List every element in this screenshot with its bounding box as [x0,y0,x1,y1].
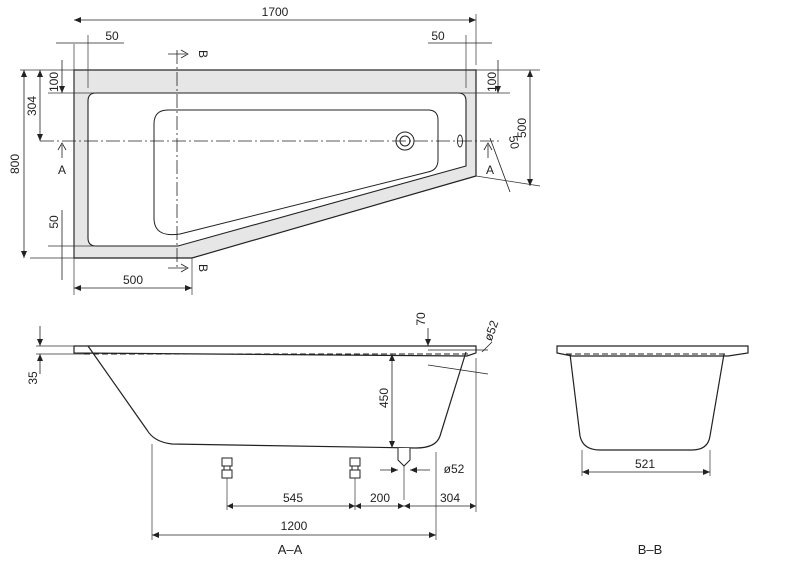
dim-diam-52-drain: ø52 [444,462,465,476]
dim-304-aa: 304 [440,491,460,505]
aa-foot-right [349,457,361,479]
section-a-right: A [486,163,494,177]
dim-500-right: 500 [515,118,529,138]
bb-rim [556,345,749,357]
bb-body [569,353,725,451]
dim-450: 450 [377,388,391,408]
dim-50-angle: 50 [506,135,522,151]
plan-view: 1700 50 50 100 304 800 50 100 500 50 500… [8,5,541,295]
section-bb-view: 521 B–B [556,345,749,557]
aa-rim [73,345,477,357]
dim-521: 521 [635,457,655,471]
dim-50-top-right: 50 [431,29,445,43]
dim-70: 70 [414,312,428,326]
dim-50-top-left: 50 [105,29,119,43]
section-b-top: B [196,50,210,58]
dim-100-left: 100 [47,72,61,92]
aa-body [87,345,467,449]
section-a-left: A [58,163,66,177]
dim-1200: 1200 [281,519,308,533]
dim-200: 200 [370,491,390,505]
dim-100-right: 100 [485,72,499,92]
section-aa-label: A–A [278,542,303,557]
dim-35: 35 [26,371,40,385]
dim-545: 545 [283,491,303,505]
dim-50-bottom-left: 50 [47,215,61,229]
dim-diam-52-top: ø52 [481,318,501,343]
dim-800: 800 [8,154,22,174]
dim-500-bottom: 500 [123,273,143,287]
aa-foot-left [221,457,233,479]
section-bb-label: B–B [638,542,663,557]
plan-tub-bottom [153,109,439,236]
section-b-bottom: B [196,264,210,272]
dim-1700: 1700 [262,5,289,19]
section-aa-view: 70 ø52 35 450 ø52 545 200 304 1200 A–A [26,312,501,557]
plan-basin-inner [87,92,467,247]
dim-304: 304 [25,96,39,116]
